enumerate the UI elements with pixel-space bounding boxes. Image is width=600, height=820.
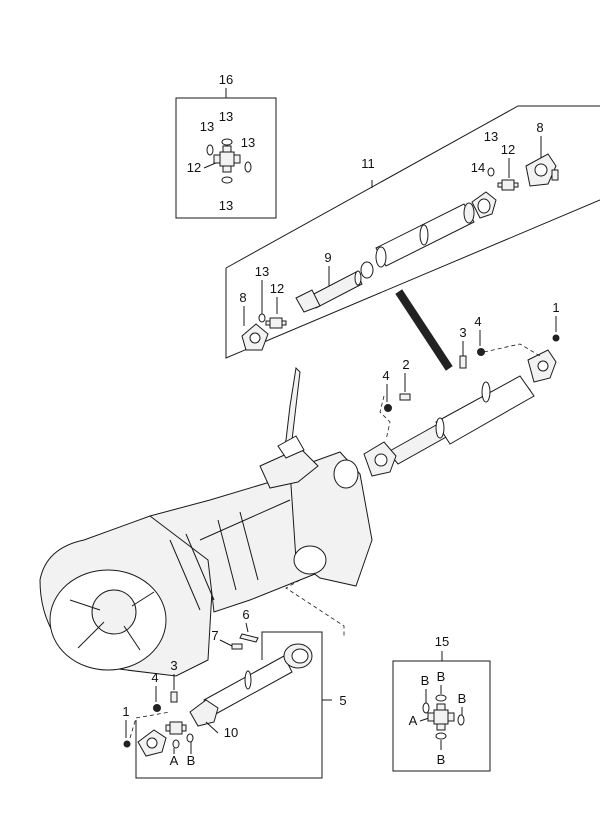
front-u-joint-parts xyxy=(165,721,194,749)
u-joint-cross-left xyxy=(265,317,287,329)
inset-15-label-top: B xyxy=(437,669,446,684)
lock-nut-top xyxy=(552,334,560,342)
bolt-top xyxy=(459,355,467,369)
callout-1-bottom: 1 xyxy=(122,704,129,719)
yoke-label-a: A xyxy=(170,753,179,768)
inset-15-label-bottom: B xyxy=(437,752,446,767)
inset-16-label-left-top: 13 xyxy=(200,119,214,134)
washer-mid xyxy=(384,404,392,412)
callout-4-mid: 4 xyxy=(382,368,389,383)
inset-15-box: 15 B B B A B xyxy=(392,634,491,772)
bolt-bottom xyxy=(170,691,178,703)
callout-14: 14 xyxy=(471,160,485,175)
snap-ring-left xyxy=(206,144,214,156)
inset-15-label-right-b: B xyxy=(458,691,467,706)
flange-yoke-left xyxy=(241,323,269,351)
bolt-7 xyxy=(231,643,243,650)
callout-9: 9 xyxy=(324,250,331,265)
inset-16-label-right: 13 xyxy=(241,135,255,150)
lock-nut-bottom xyxy=(123,740,131,748)
callout-8-left: 8 xyxy=(239,290,246,305)
callout-13-left: 13 xyxy=(255,264,269,279)
front-propeller-shaft xyxy=(189,643,313,727)
front-output xyxy=(293,545,327,575)
assembly-pointer xyxy=(395,289,453,371)
inset-16-label-top: 13 xyxy=(219,109,233,124)
bolt-2 xyxy=(399,393,411,401)
callout-12-right: 12 xyxy=(501,142,515,157)
front-flange-yoke-lower xyxy=(137,729,167,757)
front-shaft-box: 5 10 A B xyxy=(135,631,347,779)
snap-ring-bottom xyxy=(221,176,233,184)
callout-12-left: 12 xyxy=(270,281,284,296)
callout-11: 11 xyxy=(361,156,375,171)
callout-5: 5 xyxy=(339,693,346,708)
snap-ring-left-13 xyxy=(258,313,266,323)
inset-16-label-bottom: 13 xyxy=(219,198,233,213)
universal-joint-cross xyxy=(213,145,241,173)
snap-ring-14 xyxy=(487,167,495,177)
inset-15-label-left-b: B xyxy=(421,673,430,688)
washer-top xyxy=(477,348,485,356)
u-joint-cross-right xyxy=(497,179,519,191)
callout-1-top: 1 xyxy=(552,300,559,315)
inset-15-title: 15 xyxy=(435,634,449,649)
callout-13-right: 13 xyxy=(484,129,498,144)
flange-yoke-right xyxy=(525,153,559,187)
slip-yoke-rear xyxy=(471,191,497,219)
inset-15-u-joint-cross xyxy=(427,703,455,731)
callout-6: 6 xyxy=(242,607,249,622)
yoke-label-b: B xyxy=(187,753,196,768)
propeller-shaft-front-section xyxy=(295,261,374,313)
callout-7: 7 xyxy=(211,628,218,643)
rear-propeller-shaft-assembled xyxy=(363,349,557,477)
callout-4-bottom: 4 xyxy=(151,670,158,685)
inset-16-label-left: 12 xyxy=(187,160,201,175)
slip-yoke-front xyxy=(189,699,219,727)
transmission-assembly xyxy=(39,366,373,677)
propeller-tube-rear xyxy=(375,202,475,268)
shift-boot xyxy=(277,435,305,459)
callout-3-top: 3 xyxy=(459,325,466,340)
callout-8-right: 8 xyxy=(536,120,543,135)
inset-16-box: 16 13 13 13 12 13 xyxy=(175,72,277,219)
shift-lever xyxy=(283,366,301,448)
washer-bottom xyxy=(153,704,161,712)
callout-10: 10 xyxy=(224,725,238,740)
snap-ring-top xyxy=(221,138,233,146)
callout-2: 2 xyxy=(402,357,409,372)
rear-shaft-assembly-frame: 11 8 12 13 14 9 xyxy=(225,105,600,359)
inset-15-label-left-a: A xyxy=(409,713,418,728)
inset-16-title: 16 xyxy=(219,72,233,87)
snap-ring-right xyxy=(244,161,252,173)
bolt-6 xyxy=(239,633,259,643)
callout-4-top: 4 xyxy=(474,314,481,329)
callout-3-bottom: 3 xyxy=(170,658,177,673)
